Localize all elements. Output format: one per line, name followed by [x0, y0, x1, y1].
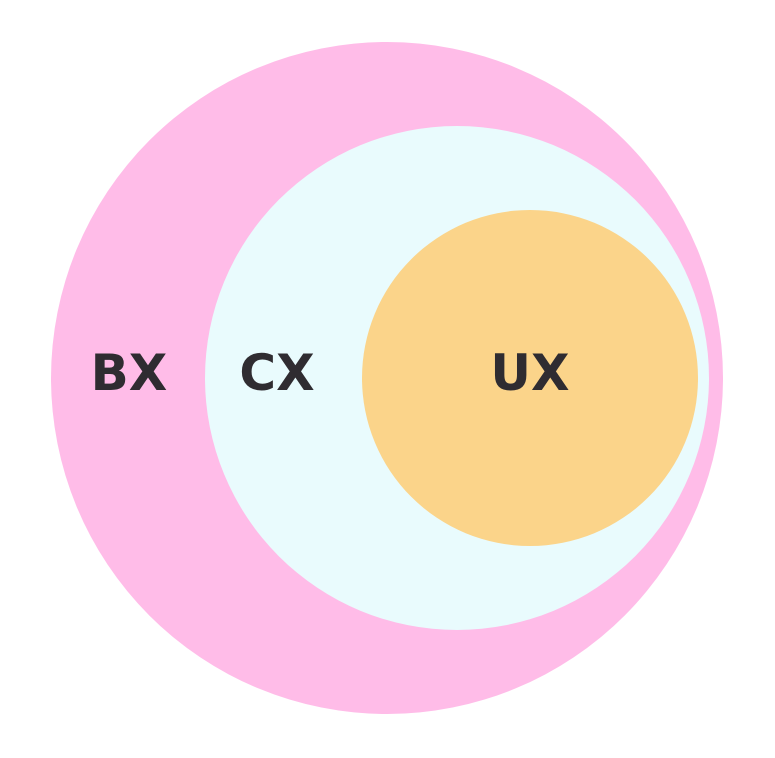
bx-label: BX: [91, 344, 168, 402]
cx-label: CX: [239, 344, 314, 402]
ux-label: UX: [490, 344, 569, 402]
ux-circle: [362, 210, 698, 546]
